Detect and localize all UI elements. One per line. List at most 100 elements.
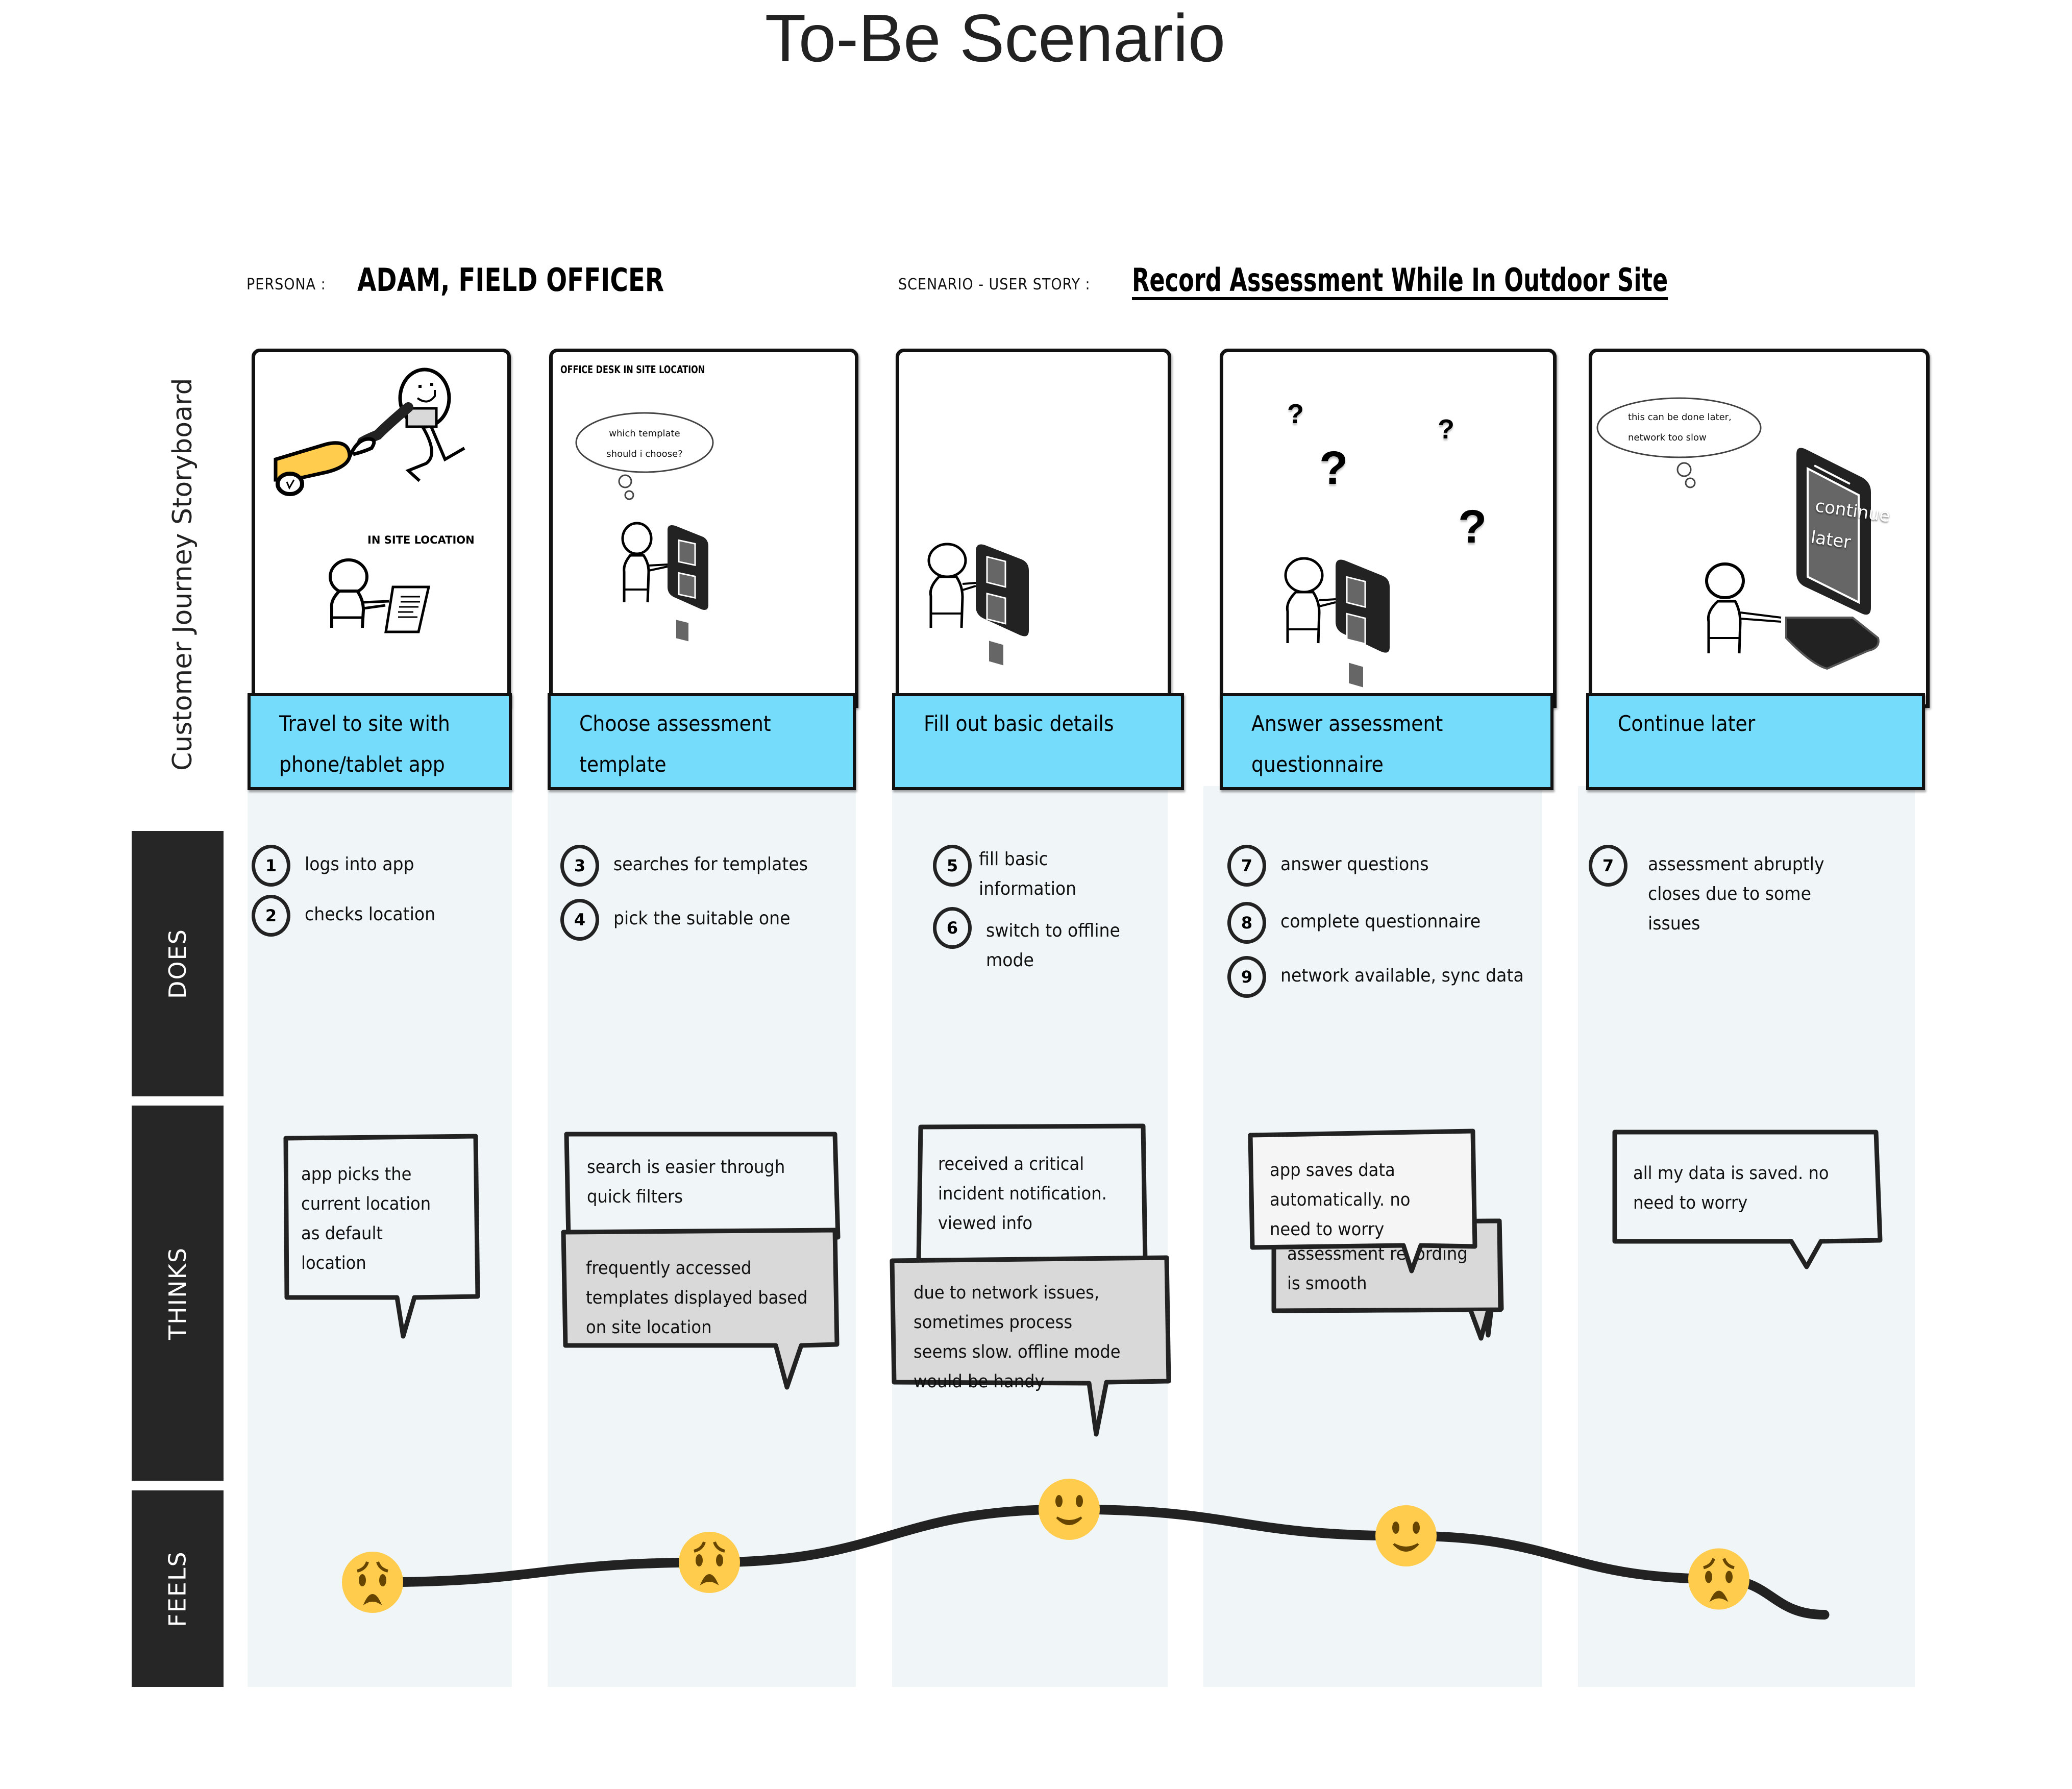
storyboard-panel-5: this can be done later, network too slow… — [1589, 349, 1930, 708]
step-label-line: Fill out basic details — [924, 711, 1114, 736]
bubble-line: app saves data — [1270, 1160, 1395, 1181]
journey-step-1: Travel to site with phone/tablet app — [248, 693, 512, 790]
scenario-value: Record Assessment While In Outdoor Site — [1132, 261, 1668, 299]
thought-text: this can be done later, network too slow — [1618, 407, 1761, 448]
person-at-tablet-icon — [621, 522, 708, 642]
does-line: switch to offline — [986, 920, 1120, 941]
person-with-document-icon — [329, 558, 431, 633]
does-line: fill basic — [979, 849, 1048, 870]
does-text: network available, sync data — [1280, 956, 1524, 991]
thought-line: this can be done later, — [1628, 412, 1732, 423]
bubble-line: need to worry — [1633, 1193, 1748, 1213]
speech-bubble-shape — [1248, 1129, 1477, 1273]
bubble-line: on site location — [586, 1317, 712, 1338]
storyboard-panel-4: ? ? ? ? — [1220, 349, 1557, 708]
storyboard-panel-1: IN SITE LOCATION — [252, 349, 511, 708]
does-line: complete questionnaire — [1280, 911, 1481, 932]
question-mark-icon: ? — [1438, 414, 1454, 445]
speech-bubble-shape — [561, 1228, 840, 1390]
bubble-line: app picks the — [301, 1164, 412, 1185]
bubble-line: sometimes process — [914, 1312, 1073, 1333]
scenario-label: SCENARIO - USER STORY : — [898, 276, 1091, 293]
does-item: 2 checks location — [252, 895, 447, 937]
bubble-line: all my data is saved. no — [1633, 1163, 1829, 1184]
thought-bubble: search is easier through quick filters — [561, 1130, 842, 1253]
does-line: pick the suitable one — [613, 908, 791, 929]
thought-bubble: app picks the current location as defaul… — [282, 1133, 481, 1347]
happy-face-icon — [1039, 1479, 1100, 1540]
does-item: 1 logs into app — [252, 845, 447, 887]
thought-bubble: frequently accessed templates displayed … — [557, 1227, 843, 1401]
does-item: 6 switch to offline mode — [933, 907, 1132, 975]
does-item: 3 searches for templates — [560, 845, 825, 887]
question-mark-icon: ? — [1319, 442, 1348, 494]
bubble-line: as default — [301, 1223, 383, 1244]
thought-bubble-text: app saves data automatically. no need to… — [1270, 1156, 1411, 1244]
does-text: answer questions — [1280, 845, 1429, 879]
does-text: fill basic information — [979, 845, 1076, 904]
seated-person-icon — [1705, 562, 1782, 654]
bubble-line: due to network issues, — [914, 1283, 1100, 1303]
journey-step-3: Fill out basic details — [892, 693, 1184, 790]
thought-bubble-text: received a critical incident notificatio… — [938, 1149, 1107, 1238]
bubble-line: incident notification. — [938, 1184, 1107, 1204]
bubble-line: automatically. no — [1270, 1190, 1411, 1210]
bubble-line: would be handy — [914, 1371, 1045, 1392]
journey-step-2: Choose assessment template — [548, 693, 856, 790]
emotion-curve-line — [367, 1504, 1830, 1620]
step-number-badge: 7 — [1227, 845, 1266, 887]
row-label-thinks: THINKS — [164, 1246, 191, 1340]
bubble-line: need to worry — [1270, 1219, 1385, 1240]
step-label-line: Continue later — [1618, 711, 1756, 736]
computer-monitor-icon — [1785, 448, 1880, 670]
does-text: pick the suitable one — [613, 899, 791, 934]
bubble-line: templates displayed based — [586, 1288, 808, 1308]
row-tab-does: DOES — [132, 831, 224, 1096]
does-text: switch to offline mode — [986, 907, 1120, 975]
does-text: checks location — [305, 895, 435, 929]
thought-bubble: received a critical incident notificatio… — [914, 1123, 1148, 1271]
does-line: logs into app — [305, 854, 414, 875]
does-list-1: 1 logs into app 2 checks location — [252, 845, 447, 937]
bubble-line: viewed info — [938, 1213, 1033, 1234]
question-mark-icon: ? — [1287, 399, 1304, 429]
does-text: logs into app — [305, 845, 414, 879]
person-at-tablet-icon — [927, 543, 1029, 666]
thought-bubble-text: frequently accessed templates displayed … — [586, 1254, 807, 1342]
does-line: information — [979, 878, 1077, 899]
does-item: 7 answer questions — [1227, 845, 1545, 887]
step-number-badge: 2 — [252, 895, 290, 937]
step-number-badge: 6 — [933, 907, 972, 949]
walking-person-icon — [357, 367, 465, 482]
step-label-line: questionnaire — [1251, 752, 1384, 777]
happy-face-icon — [1375, 1505, 1437, 1566]
does-line: assessment abruptly — [1648, 854, 1824, 875]
persona-value: ADAM, FIELD OFFICER — [357, 261, 664, 299]
does-line: closes due to some — [1648, 884, 1811, 904]
step-label-line: phone/tablet app — [279, 752, 445, 777]
does-item: 9 network available, sync data — [1227, 956, 1545, 998]
bubble-line: received a critical — [938, 1154, 1084, 1174]
bubble-line: seems slow. offline mode — [914, 1342, 1121, 1362]
thought-bubble-icon — [1596, 397, 1762, 488]
storyboard-panel-3 — [896, 349, 1171, 708]
does-line: issues — [1648, 913, 1700, 934]
step-number-badge: 4 — [560, 899, 599, 941]
does-list-4: 7 answer questions 8 complete questionna… — [1227, 845, 1545, 998]
thought-bubble-text: search is easier through quick filters — [587, 1153, 785, 1212]
bubble-line: location — [301, 1253, 366, 1273]
thought-line: should i choose? — [606, 449, 683, 459]
does-line: checks location — [305, 904, 436, 925]
panel-caption-1: IN SITE LOCATION — [367, 534, 475, 546]
page-title: To-Be Scenario — [764, 1, 1226, 76]
step-number-badge: 7 — [1589, 845, 1627, 887]
person-at-tablet-icon — [1284, 557, 1390, 688]
bubble-line: frequently accessed — [586, 1258, 752, 1279]
row-tab-feels: FEELS — [132, 1490, 224, 1687]
bubble-line: search is easier through — [587, 1157, 785, 1178]
does-item: 7 assessment abruptly closes due to some… — [1589, 845, 1840, 939]
row-tab-thinks: THINKS — [132, 1106, 224, 1481]
does-line: network available, sync data — [1280, 965, 1524, 986]
does-list-3: 5 fill basic information 6 switch to off… — [933, 845, 1132, 975]
thought-bubble-icon — [575, 412, 714, 500]
